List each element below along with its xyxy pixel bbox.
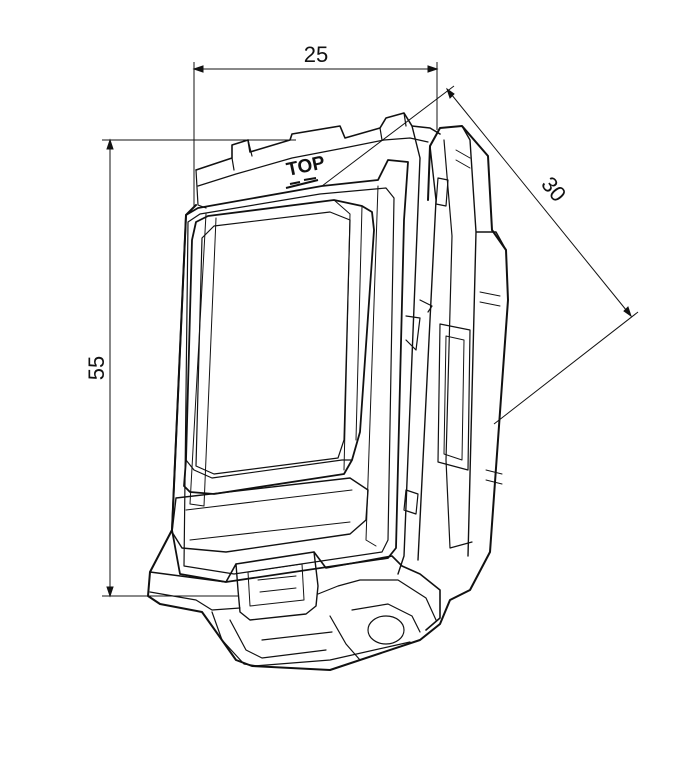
- height-dimension-label: 55: [84, 356, 109, 380]
- side-window-inner: [443, 335, 465, 461]
- side-slot-bottom: [403, 489, 419, 515]
- width-dimension-label: 25: [304, 42, 328, 67]
- top-marking-text: TOP: [285, 152, 328, 181]
- depth-dimension-label: 30: [536, 172, 571, 207]
- depth-extension-top: [321, 85, 455, 187]
- height-arrow-bottom: [106, 586, 114, 598]
- top-clip-frame: [195, 112, 441, 171]
- side-housing-inner: [405, 139, 473, 549]
- base-bottom-edge: [253, 631, 411, 667]
- base-plate-front: [149, 579, 437, 621]
- top-clip-right-tab: [379, 112, 407, 141]
- depth-arrow-bottom: [623, 306, 632, 318]
- side-slot-top: [435, 177, 449, 207]
- terminal-block-right: [329, 603, 421, 661]
- terminal-screw-hole: [367, 615, 405, 645]
- depth-extension-bottom: [493, 311, 639, 425]
- top-marking-symbol: [285, 177, 319, 189]
- side-rails: [455, 149, 503, 485]
- width-arrow-right: [427, 65, 439, 73]
- switch-module: [147, 112, 509, 671]
- terminal-clip-inner: [247, 563, 305, 607]
- width-arrow-left: [192, 65, 204, 73]
- top-clip-frame-inner: [197, 137, 429, 187]
- side-window: [437, 323, 471, 471]
- lower-panel: [171, 477, 369, 553]
- depth-dimension-line: [446, 88, 632, 317]
- dimension-lines: [102, 62, 639, 598]
- rocker-outer: [183, 199, 375, 495]
- rocker-inner: [195, 211, 351, 475]
- top-clip-left-tab: [195, 139, 253, 209]
- rocker-edge-right: [333, 199, 363, 471]
- terminal-clip: [235, 551, 319, 621]
- body-outer-outline: [147, 125, 509, 671]
- lower-panel-inner: [185, 489, 353, 541]
- depth-arrow-top: [446, 87, 455, 99]
- face-frame-inner: [183, 187, 395, 575]
- rocker-lower-step: [185, 459, 353, 479]
- terminal-block-left: [211, 611, 327, 667]
- base-plate: [149, 551, 441, 631]
- height-arrow-top: [106, 138, 114, 150]
- top-marking: TOP: [285, 152, 328, 189]
- face-frame-bevel: [189, 185, 379, 547]
